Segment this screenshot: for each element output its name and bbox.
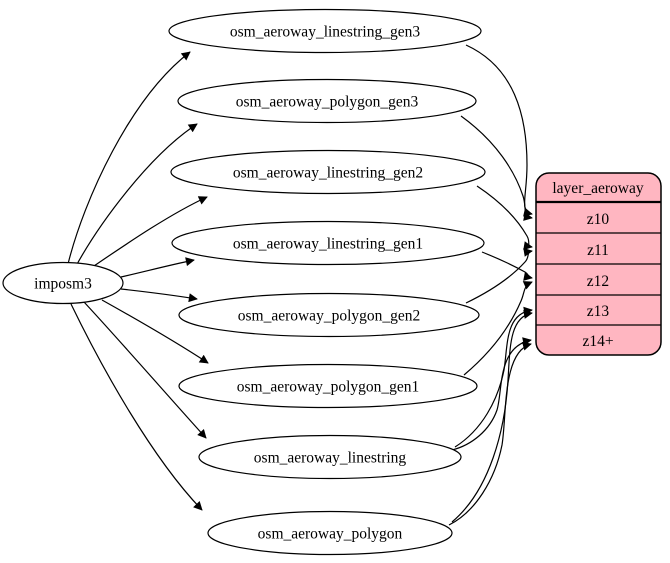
edge-imposm3-linestring-gen1 [120,257,195,278]
edge-linestring-z14 [451,337,532,451]
edge-imposm3-polygon-gen3 [75,123,198,267]
node-osm-aeroway-linestring-gen1: osm_aeroway_linestring_gen1 [171,220,485,266]
layer-row-z14: z14+ [582,333,613,350]
table-ellipse [168,8,482,54]
edge-linestring-gen2-z11 [476,185,533,251]
layer-row-z12: z12 [587,273,609,290]
table-label: osm_aeroway_linestring [254,450,407,467]
edge-linestring-gen1-z12 [481,251,533,281]
edges-to-layer [448,44,533,526]
table-ellipse [178,292,480,338]
edges-from-source [67,51,209,511]
node-osm-aeroway-linestring-gen3: osm_aeroway_linestring_gen3 [168,8,482,54]
table-ellipse [171,220,485,266]
node-osm-aeroway-polygon-gen2: osm_aeroway_polygon_gen2 [178,292,480,338]
node-imposm3: imposm3 [2,261,124,305]
layer-row-z13: z13 [587,303,610,320]
edge-imposm3-linestring [83,301,207,439]
edge-polygon-gen1-z12 [463,281,533,376]
table-label: osm_aeroway_linestring_gen2 [233,165,423,182]
node-layer-aeroway: layer_aeroway z10 z11 z12 z13 z14+ [535,172,662,356]
layer-title: layer_aeroway [552,180,643,197]
edge-imposm3-linestring-gen3 [67,51,191,265]
table-ellipse [178,363,478,409]
edge-imposm3-polygon-gen2 [120,288,198,303]
table-ellipse [207,510,453,556]
node-osm-aeroway-linestring-gen2: osm_aeroway_linestring_gen2 [170,149,486,195]
table-label: osm_aeroway_polygon_gen3 [236,94,419,111]
node-osm-aeroway-polygon-gen1: osm_aeroway_polygon_gen1 [178,363,478,409]
edge-imposm3-polygon [70,303,203,511]
table-ellipse [198,434,462,480]
edge-polygon-gen2-z11 [465,247,533,304]
imposm3-ellipse [2,261,124,305]
edge-imposm3-linestring-gen2 [87,196,208,271]
edge-polygon-z14 [448,341,532,526]
node-osm-aeroway-polygon-gen3: osm_aeroway_polygon_gen3 [177,78,477,124]
node-osm-aeroway-linestring: osm_aeroway_linestring [198,434,462,480]
layer-row-z11: z11 [587,242,609,259]
table-label: osm_aeroway_linestring_gen1 [233,236,423,253]
table-ellipse [177,78,477,124]
edge-polygon-gen3-z10 [460,115,533,221]
edge-imposm3-polygon-gen1 [101,299,209,364]
table-label: osm_aeroway_polygon [258,526,403,543]
imposm3-label: imposm3 [34,276,92,293]
table-label: osm_aeroway_linestring_gen3 [230,24,421,41]
edge-linestring-gen3-z10 [465,44,533,217]
table-ellipse [170,149,486,195]
layer-row-z10: z10 [587,211,610,228]
table-label: osm_aeroway_polygon_gen2 [238,308,421,325]
table-label: osm_aeroway_polygon_gen1 [237,379,420,396]
node-osm-aeroway-polygon: osm_aeroway_polygon [207,510,453,556]
